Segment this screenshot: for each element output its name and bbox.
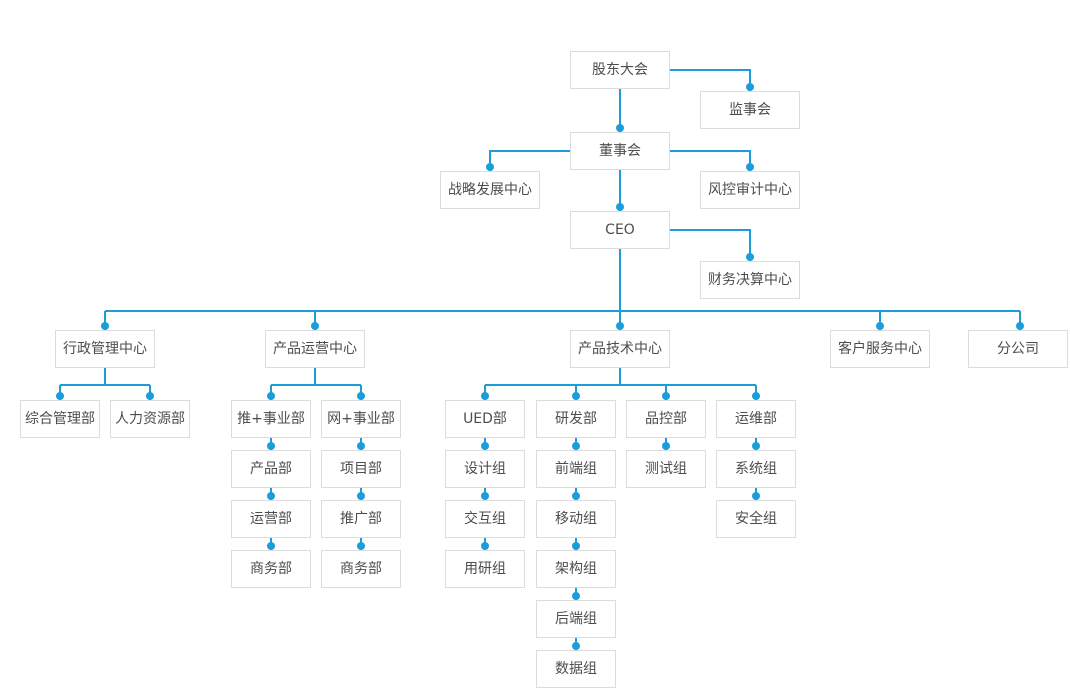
org-node-rd-dept: 研发部 (536, 400, 616, 438)
org-node-tui-plus-business-dept: 推+事业部 (231, 400, 311, 438)
org-node-product-operation-center: 产品运营中心 (265, 330, 365, 368)
org-node-mobile-group: 移动组 (536, 500, 616, 538)
org-node-backend-group: 后端组 (536, 600, 616, 638)
org-node-ued-dept: UED部 (445, 400, 525, 438)
org-node-customer-service-center: 客户服务中心 (830, 330, 930, 368)
connector-dots (56, 83, 1024, 650)
org-node-ceo: CEO (570, 211, 670, 249)
org-node-ops-maintenance-dept: 运维部 (716, 400, 796, 438)
org-node-interaction-group: 交互组 (445, 500, 525, 538)
org-node-supervisory-board: 监事会 (700, 91, 800, 129)
org-node-project-dept: 项目部 (321, 450, 401, 488)
org-node-financial-settlement-center: 财务决算中心 (700, 261, 800, 299)
org-node-business-dept-1: 商务部 (231, 550, 311, 588)
org-node-branch-company: 分公司 (968, 330, 1068, 368)
org-node-design-group: 设计组 (445, 450, 525, 488)
org-node-general-management-dept: 综合管理部 (20, 400, 100, 438)
org-node-operation-dept: 运营部 (231, 500, 311, 538)
org-node-business-dept-2: 商务部 (321, 550, 401, 588)
org-node-risk-audit-center: 风控审计中心 (700, 171, 800, 209)
org-node-user-research-group: 用研组 (445, 550, 525, 588)
org-node-data-group: 数据组 (536, 650, 616, 688)
org-node-board-of-directors: 董事会 (570, 132, 670, 170)
org-node-product-technology-center: 产品技术中心 (570, 330, 670, 368)
org-node-wang-plus-business-dept: 网+事业部 (321, 400, 401, 438)
org-node-promotion-dept: 推广部 (321, 500, 401, 538)
org-node-admin-management-center: 行政管理中心 (55, 330, 155, 368)
org-node-security-group: 安全组 (716, 500, 796, 538)
org-node-frontend-group: 前端组 (536, 450, 616, 488)
org-node-strategy-development-center: 战略发展中心 (440, 171, 540, 209)
org-node-testing-group: 测试组 (626, 450, 706, 488)
org-node-product-dept: 产品部 (231, 450, 311, 488)
org-node-hr-dept: 人力资源部 (110, 400, 190, 438)
org-node-system-group: 系统组 (716, 450, 796, 488)
org-node-architecture-group: 架构组 (536, 550, 616, 588)
org-node-shareholders-meeting: 股东大会 (570, 51, 670, 89)
org-node-quality-control-dept: 品控部 (626, 400, 706, 438)
